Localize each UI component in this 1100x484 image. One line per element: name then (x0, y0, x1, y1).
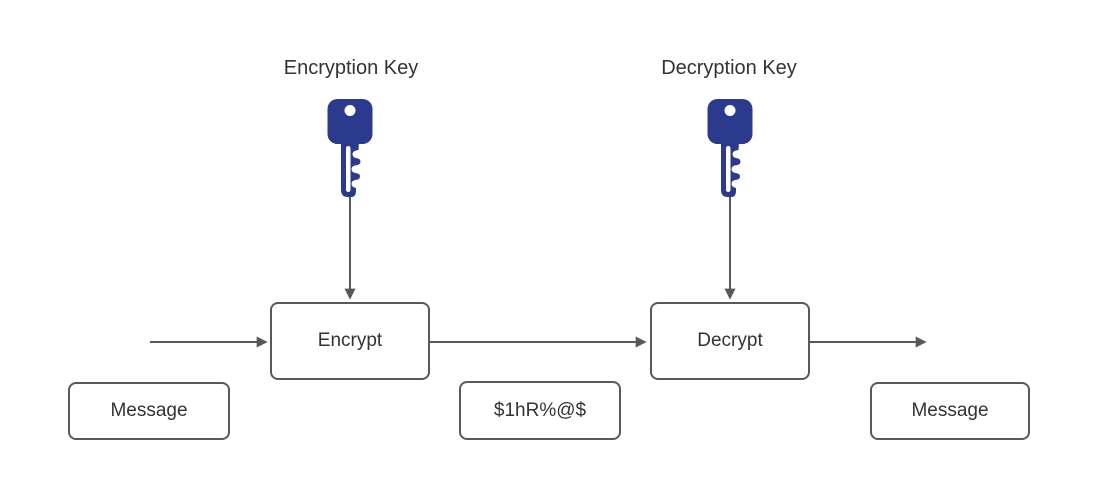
message-input-box: Message (68, 382, 230, 440)
decryption-key-icon (707, 99, 753, 197)
decryption-key-label: Decryption Key (661, 57, 797, 79)
encrypt-box-label: Encrypt (317, 330, 383, 351)
message-input-label: Message (110, 400, 188, 421)
ciphertext-label: $1hR%@$ (493, 399, 587, 421)
message-output-label: Message (911, 400, 989, 421)
encryption-key-icon (327, 99, 373, 197)
message-output-box: Message (870, 382, 1030, 440)
encryption-key-label: Encryption Key (283, 57, 419, 79)
decrypt-box-label: Decrypt (697, 330, 763, 351)
encrypt-box: Encrypt (270, 302, 430, 380)
decrypt-box: Decrypt (650, 302, 810, 380)
ciphertext-box: $1hR%@$ (459, 381, 621, 440)
